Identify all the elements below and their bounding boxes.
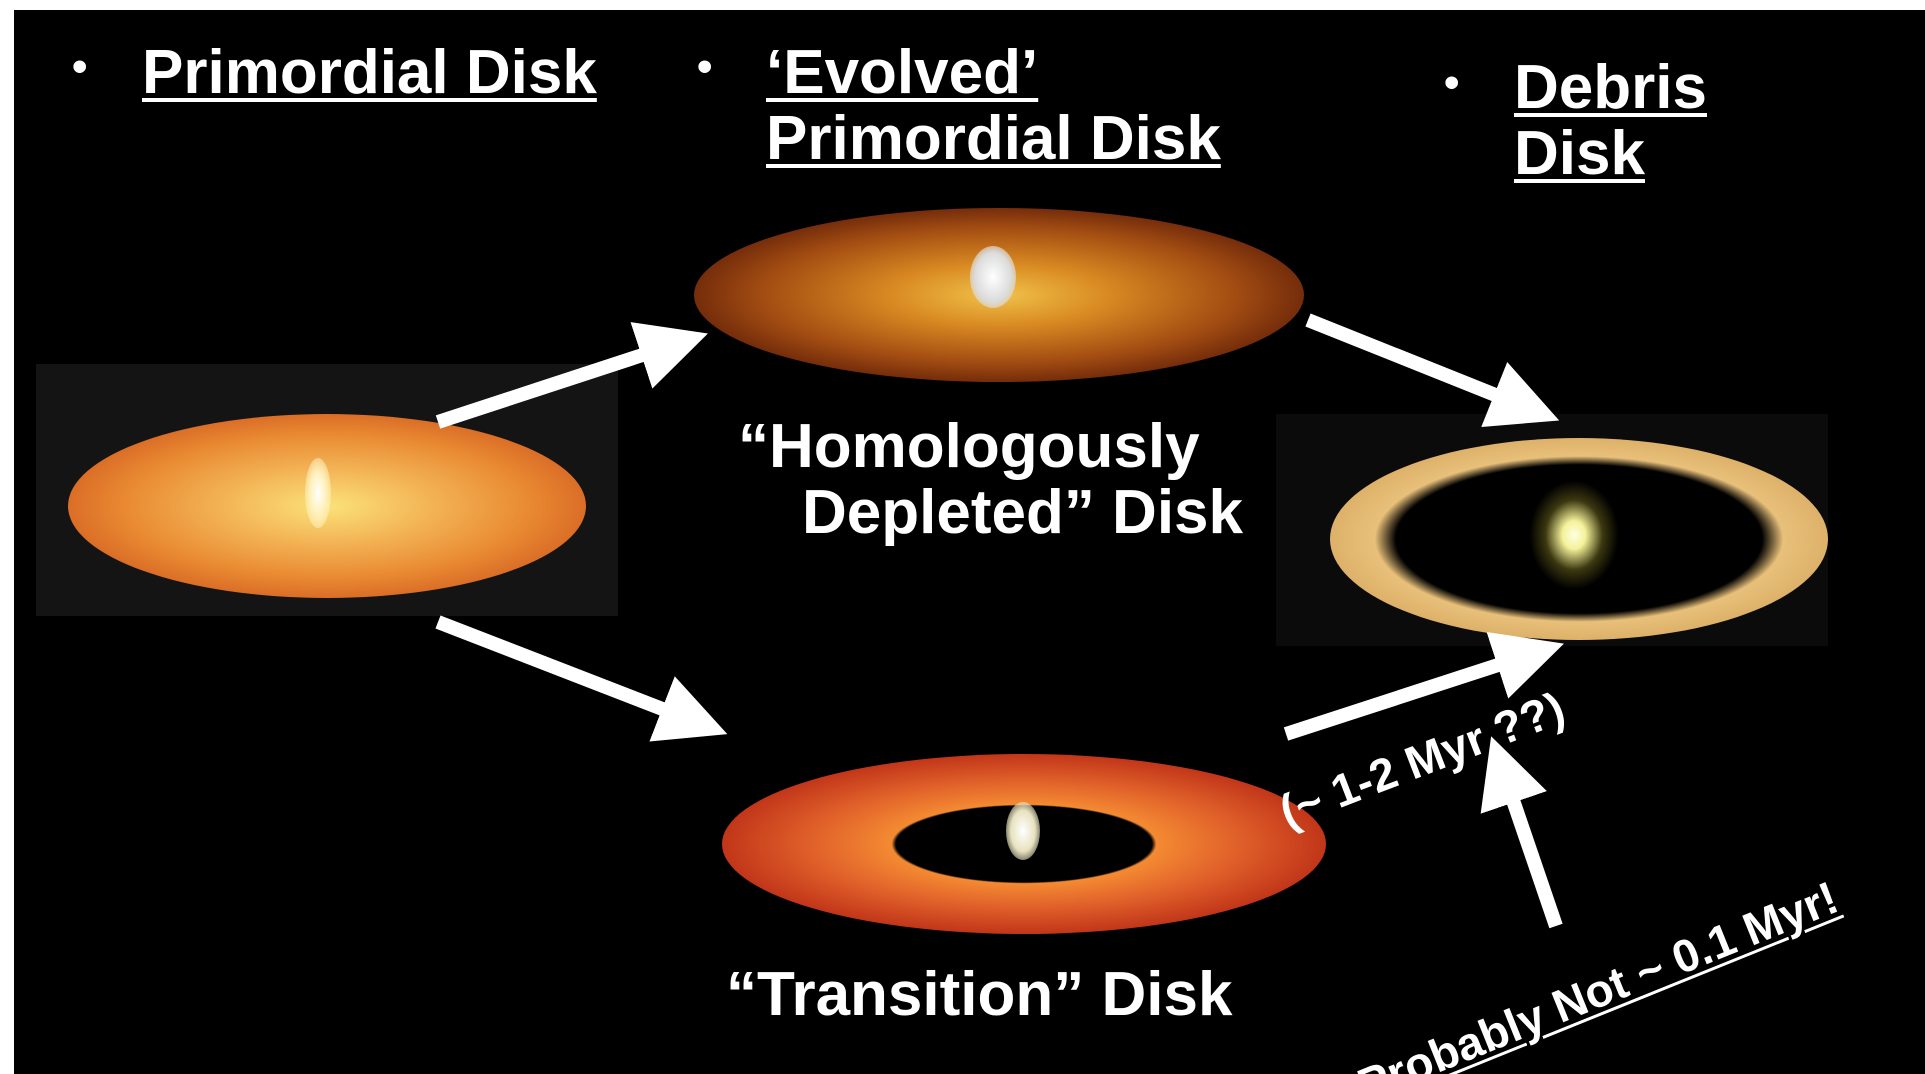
arrow-primordial-to-transition [435, 615, 728, 742]
bullet-evolved: • [697, 42, 713, 91]
header-debris-disk: Debris Disk [1514, 55, 1707, 187]
arrow-fast-clearing [1480, 736, 1563, 929]
transition-star [1006, 802, 1040, 860]
header-evolved-line1: ‘Evolved’ [766, 38, 1039, 107]
diagram-canvas: • Primordial Disk • ‘Evolved’ Primordial… [14, 10, 1925, 1074]
homologous-label-line2: Depleted” Disk [802, 478, 1244, 547]
arrow-homologous-to-debris [1305, 313, 1560, 427]
header-debris-line2: Disk [1514, 119, 1645, 188]
homologous-star [970, 246, 1016, 308]
header-debris-line1: Debris [1514, 53, 1707, 122]
homologous-label-line1: “Homologously [738, 412, 1200, 481]
arrow-primordial-to-homologous [435, 322, 708, 429]
arrows-layer [435, 313, 1564, 929]
transition-label: “Transition” Disk [726, 960, 1233, 1029]
homologous-label: “Homologously Depleted” Disk [738, 414, 1243, 546]
bullet-primordial: • [72, 42, 88, 91]
header-primordial-disk: Primordial Disk [142, 38, 597, 107]
header-evolved-primordial-disk: ‘Evolved’ Primordial Disk [766, 40, 1221, 172]
bullet-debris: • [1444, 58, 1460, 107]
primordial-star [305, 458, 331, 528]
arrow-transition-to-debris [1283, 631, 1564, 741]
header-evolved-line2: Primordial Disk [766, 104, 1221, 173]
debris-star [1529, 480, 1619, 590]
